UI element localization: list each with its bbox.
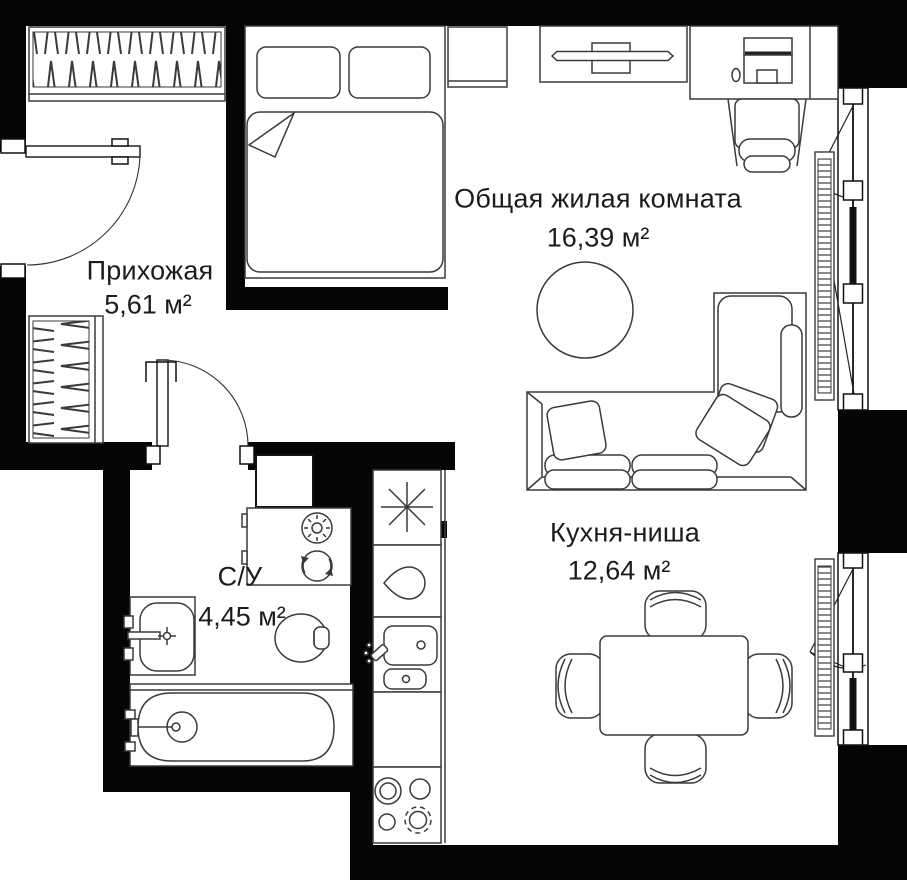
washer-dryer-stack bbox=[241, 507, 352, 586]
office-chair bbox=[727, 98, 807, 173]
sofa-pillow bbox=[546, 400, 607, 461]
bathtub bbox=[124, 683, 354, 767]
dining-chair bbox=[743, 653, 793, 719]
wardrobe-side bbox=[28, 315, 104, 444]
refrigerator-asterisk-icon bbox=[381, 482, 433, 532]
window-upper bbox=[815, 87, 869, 411]
pillow bbox=[256, 46, 341, 99]
duct-shaft bbox=[255, 454, 314, 508]
bathroom-name: С/У bbox=[217, 561, 263, 592]
tub-faucet bbox=[130, 718, 139, 737]
entrance-door bbox=[0, 138, 141, 279]
wardrobe-top bbox=[28, 26, 226, 102]
hallway-name: Прихожая bbox=[86, 255, 214, 286]
water-drop-icon bbox=[383, 566, 426, 600]
dining-chair bbox=[555, 653, 605, 719]
living-room-area: 16,39 м² bbox=[546, 222, 650, 253]
blanket-fold bbox=[247, 110, 296, 159]
radiator-lower bbox=[814, 558, 835, 737]
washing-machine-icon bbox=[301, 512, 333, 544]
double-bed bbox=[244, 25, 446, 279]
round-rug bbox=[536, 261, 634, 359]
sofa-pillow bbox=[695, 393, 771, 467]
cooktop-4-burners bbox=[374, 777, 432, 834]
toilet bbox=[274, 613, 330, 663]
bathroom-area: 4,45 м² bbox=[198, 601, 286, 632]
dining-set bbox=[555, 590, 793, 784]
dryer-icon bbox=[301, 550, 333, 582]
dining-table bbox=[599, 635, 749, 736]
mouse bbox=[731, 67, 741, 83]
kitchen-niche-area: 12,64 м² bbox=[567, 555, 671, 586]
tv-screen bbox=[550, 50, 675, 62]
living-room-name: Общая жилая комната bbox=[454, 183, 742, 214]
bathroom-sink bbox=[123, 596, 196, 676]
tv-console bbox=[539, 25, 688, 83]
dining-chair bbox=[644, 733, 707, 784]
spout bbox=[127, 631, 161, 640]
dresser bbox=[447, 26, 508, 88]
dining-chair bbox=[644, 590, 707, 641]
hallway-area: 5,61 м² bbox=[104, 289, 192, 320]
pillow bbox=[348, 46, 431, 99]
window-lower bbox=[809, 552, 869, 746]
faucet bbox=[370, 644, 389, 662]
kitchen-sink bbox=[363, 625, 438, 690]
kitchen-niche-name: Кухня-ниша bbox=[550, 517, 700, 548]
bathroom-door bbox=[145, 359, 255, 465]
desk-with-computer bbox=[689, 25, 839, 100]
armrest bbox=[780, 324, 803, 418]
corner-sofa bbox=[526, 292, 807, 491]
radiator-upper bbox=[814, 151, 835, 401]
